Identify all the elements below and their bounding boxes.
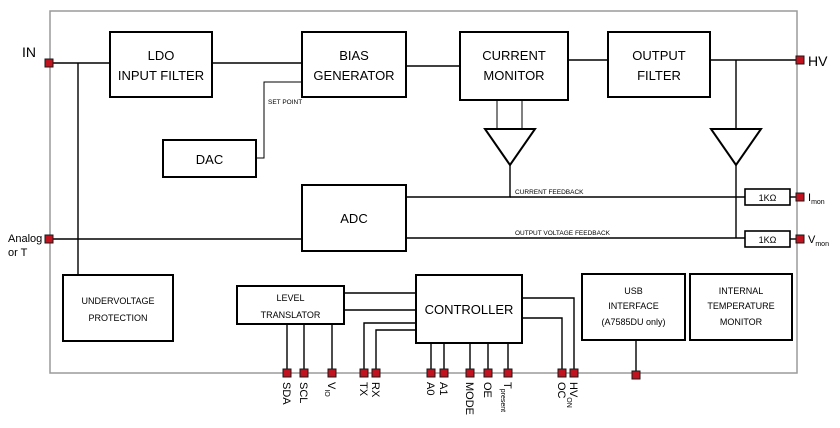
hvon-pin-label: HVON <box>565 382 579 408</box>
current-monitor-label-line2: MONITOR <box>483 68 544 83</box>
bias-label-line2: GENERATOR <box>313 68 394 83</box>
output-voltage-feedback-label: OUTPUT VOLTAGE FEEDBACK <box>515 230 611 237</box>
current-monitor-block: CURRENT MONITOR <box>459 31 569 101</box>
hv-pin <box>795 55 805 65</box>
usb-label-line2: INTERFACE <box>608 301 659 311</box>
rx-pin <box>371 368 381 378</box>
vmon-pin <box>795 234 805 244</box>
level-translator-label-line2: TRANSLATOR <box>261 310 321 320</box>
adc-block: ADC <box>301 184 407 252</box>
undervoltage-label-line1: UNDERVOLTAGE <box>81 296 154 306</box>
oe-pin <box>483 368 493 378</box>
output-filter-label-line2: FILTER <box>637 68 681 83</box>
oe-pin-label: OE <box>481 382 493 398</box>
vmon-resistor: 1KΩ <box>744 230 791 248</box>
controller-label: CONTROLLER <box>425 302 514 317</box>
bottom-pins <box>282 368 641 380</box>
sda-pin-label: SDA <box>280 382 292 405</box>
scl-pin <box>299 368 309 378</box>
scl-pin-label: SCL <box>297 382 309 403</box>
tpresent-pin-label: Tpresent <box>499 382 513 412</box>
ldo-input-filter-block: LDO INPUT FILTER <box>109 31 213 98</box>
undervoltage-protection-block: UNDERVOLTAGE PROTECTION <box>62 274 174 342</box>
imon-pin-label: Imon <box>808 192 825 206</box>
bias-label-line1: BIAS <box>339 48 369 63</box>
controller-block: CONTROLLER <box>415 274 523 344</box>
sda-pin <box>282 368 292 378</box>
level-translator-block: LEVEL TRANSLATOR <box>236 285 345 325</box>
a1-pin-label: A1 <box>437 382 449 395</box>
hv-pin-label: HV <box>808 53 828 69</box>
ldo-label-line2: INPUT FILTER <box>118 68 204 83</box>
oc-pin-label: OC <box>555 382 567 399</box>
adc-label: ADC <box>340 211 367 226</box>
oc-pin <box>557 368 567 378</box>
usb-label-line3: (A7585DU only) <box>601 317 665 327</box>
temp-label-line3: MONITOR <box>720 317 763 327</box>
in-pin-label: IN <box>22 44 36 60</box>
voltage-sense-amplifier <box>709 128 763 167</box>
a0-pin <box>426 368 436 378</box>
rx-pin-label: RX <box>369 382 381 398</box>
imon-pin <box>795 192 805 202</box>
analog-pin-label-line2: or T <box>8 247 28 259</box>
set-point-label: SET POINT <box>268 99 302 106</box>
a1-pin <box>439 368 449 378</box>
dac-label: DAC <box>196 152 223 167</box>
temp-label-line2: TEMPERATURE <box>707 301 774 311</box>
usb-interface-block: USB INTERFACE (A7585DU only) <box>581 273 686 341</box>
mode-pin-label: MODE <box>463 382 475 415</box>
current-sense-amplifier <box>483 128 537 167</box>
bias-generator-block: BIAS GENERATOR <box>301 31 407 98</box>
vmon-resistor-label: 1KΩ <box>759 235 777 245</box>
in-pin <box>44 58 54 68</box>
current-monitor-label-line1: CURRENT <box>482 48 546 63</box>
bottom-pin-labels: SDA SCL VIO TX RX A0 A1 MODE OE Tpresent… <box>280 382 579 415</box>
output-filter-label-line1: OUTPUT <box>632 48 686 63</box>
vio-pin-label: VIO <box>323 382 337 397</box>
a0-pin-label: A0 <box>424 382 436 395</box>
vio-pin <box>327 368 337 378</box>
temp-label-line1: INTERNAL <box>719 286 764 296</box>
vmon-pin-label: Vmon <box>808 234 829 248</box>
ldo-label-line1: LDO <box>148 48 175 63</box>
hvon-pin <box>569 368 579 378</box>
current-feedback-label: CURRENT FEEDBACK <box>515 189 584 196</box>
usb-pin <box>631 370 641 380</box>
output-filter-block: OUTPUT FILTER <box>607 31 711 98</box>
tx-pin <box>359 368 369 378</box>
undervoltage-label-line2: PROTECTION <box>88 313 147 323</box>
mode-pin <box>465 368 475 378</box>
level-translator-label-line1: LEVEL <box>276 293 304 303</box>
tpresent-pin <box>503 368 513 378</box>
tx-pin-label: TX <box>357 382 369 397</box>
dac-block: DAC <box>162 139 257 178</box>
analog-t-pin <box>44 234 54 244</box>
imon-resistor: 1KΩ <box>744 188 791 206</box>
wires <box>49 59 799 375</box>
imon-resistor-label: 1KΩ <box>759 193 777 203</box>
analog-pin-label-line1: Analog <box>8 233 42 245</box>
usb-label-line1: USB <box>624 286 643 296</box>
internal-temperature-monitor-block: INTERNAL TEMPERATURE MONITOR <box>689 273 793 341</box>
